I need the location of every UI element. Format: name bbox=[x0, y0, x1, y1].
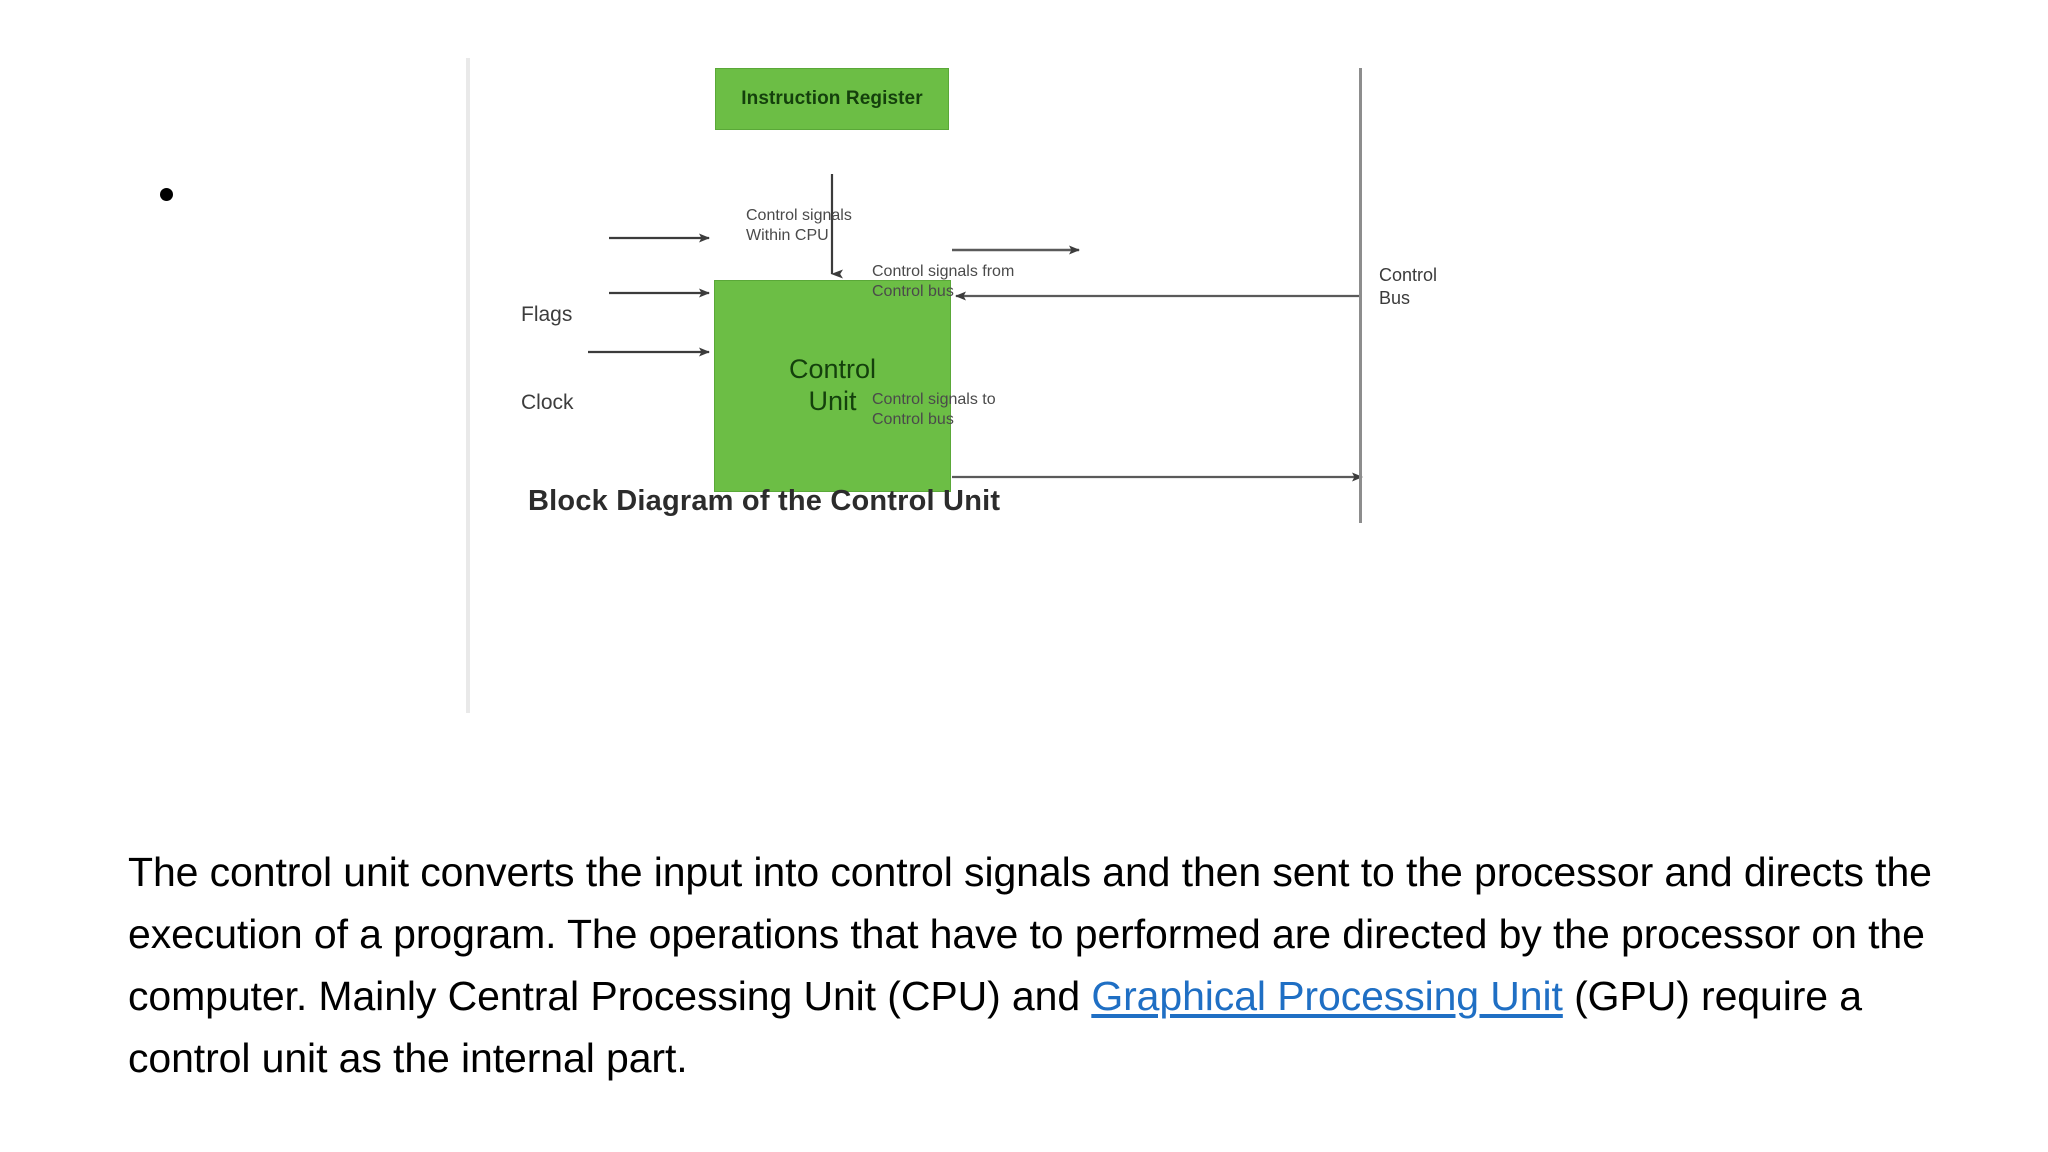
control-unit-block: Control Unit bbox=[714, 280, 951, 492]
paragraph-tail-text: (GPU) require a control unit as the inte… bbox=[128, 973, 1862, 1081]
control-signals-to-control-bus-label: Control signals to Control bus bbox=[872, 391, 996, 429]
control-bus-label: Control Bus bbox=[1379, 265, 1438, 309]
bullet-marker bbox=[160, 188, 173, 201]
paragraph-lead-text: The control unit converts the input into… bbox=[128, 849, 1932, 1019]
control-unit-block-diagram: Instruction Register Control Unit Contro… bbox=[466, 50, 1566, 720]
body-paragraph: The control unit converts the input into… bbox=[128, 841, 1938, 1089]
diagram-arrows bbox=[588, 174, 1363, 482]
control-signals-within-cpu-label: Control signals Within CPU bbox=[746, 207, 852, 245]
instruction-register-block: Instruction Register bbox=[715, 68, 949, 130]
control-bus-line bbox=[1359, 68, 1362, 523]
instruction-register-label: Instruction Register bbox=[741, 87, 923, 109]
flags-label: Flags bbox=[521, 303, 573, 326]
diagram-caption: Block Diagram of the Control Unit bbox=[528, 485, 1001, 517]
figure-left-rule bbox=[466, 58, 470, 713]
clock-label: Clock bbox=[521, 391, 574, 414]
graphical-processing-unit-link[interactable]: Graphical Processing Unit bbox=[1091, 973, 1563, 1019]
control-unit-label: Control Unit bbox=[788, 354, 877, 416]
control-signals-from-control-bus-label: Control signals from Control bus bbox=[872, 263, 1015, 301]
